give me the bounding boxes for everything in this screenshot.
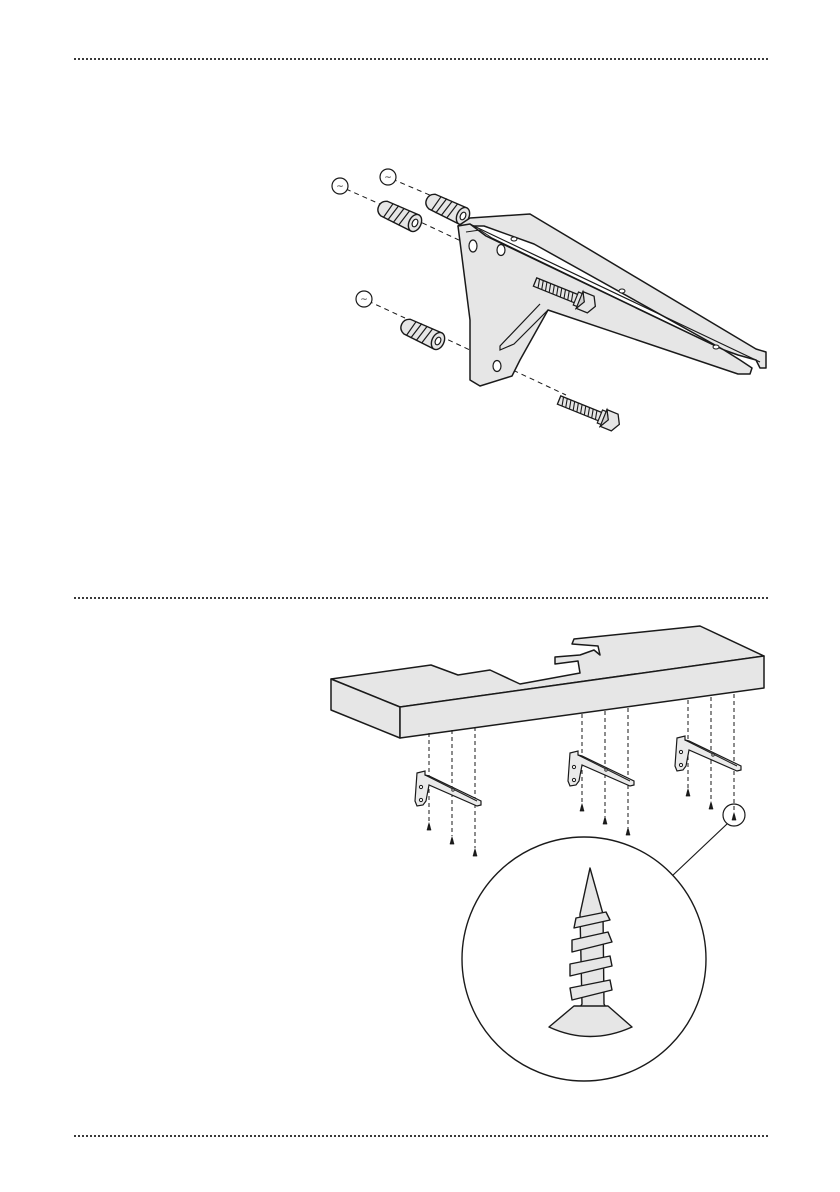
screw-detail-magnified bbox=[462, 837, 706, 1081]
shelf-board bbox=[331, 626, 764, 738]
shelf-bracket-right bbox=[675, 736, 741, 771]
shelf-bracket-center bbox=[568, 751, 634, 786]
callout-1: ~ bbox=[332, 178, 348, 194]
svg-text:~: ~ bbox=[384, 173, 392, 183]
step1-illustration: ~ ~ ~ bbox=[332, 169, 766, 433]
shelf-bracket-large bbox=[458, 214, 766, 386]
svg-text:~: ~ bbox=[360, 295, 368, 305]
hex-bolt-lower bbox=[556, 392, 623, 433]
callout-2: ~ bbox=[380, 169, 396, 185]
callout-3: ~ bbox=[356, 291, 372, 307]
callout-leader-line bbox=[672, 824, 727, 876]
step2-illustration bbox=[331, 626, 764, 1081]
wall-plug-top-left bbox=[375, 198, 424, 234]
wall-plug-bottom bbox=[398, 316, 447, 352]
shelf-bracket-left bbox=[415, 771, 481, 806]
svg-text:~: ~ bbox=[336, 182, 344, 192]
